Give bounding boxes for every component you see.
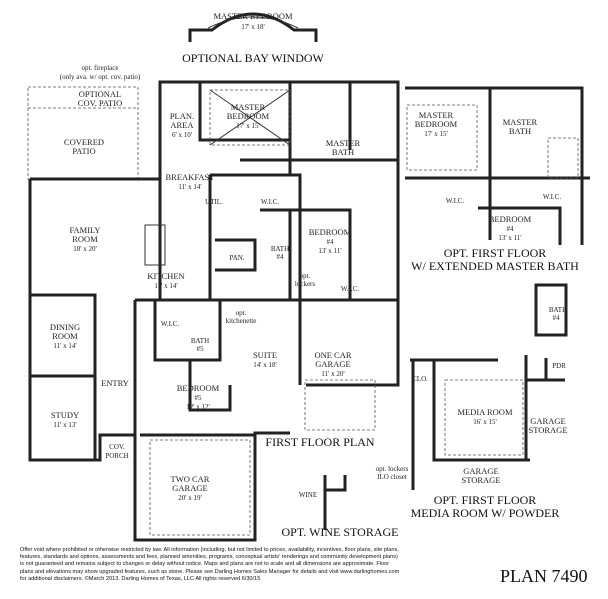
master-bath-label: MASTER — [326, 138, 361, 148]
bedroom4-label: BEDROOM — [309, 227, 352, 237]
suite-size: 14' x 18' — [253, 361, 277, 369]
optional-patio-label: OPTIONAL — [79, 89, 122, 99]
family-room-size: 18' x 20' — [73, 245, 97, 253]
breakfast-label: BREAKFAST — [166, 172, 216, 182]
study-size: 11' x 13' — [53, 421, 76, 429]
suite-label: SUITE — [253, 350, 277, 360]
two-car-garage-label: TWO CAR — [171, 474, 210, 484]
bedroom4-size: 13' x 11' — [318, 247, 341, 255]
ext-master-bedroom-label-2: BEDROOM — [415, 119, 458, 129]
ext-bedroom4-label: BEDROOM — [489, 214, 532, 224]
wic-bed5-label: W.I.C. — [161, 320, 179, 328]
bedroom5-label: BEDROOM — [177, 383, 220, 393]
dining-room-label: DINING — [50, 322, 80, 332]
bath4-label: BATH — [271, 245, 289, 253]
covered-patio-label-2: PATIO — [72, 146, 95, 156]
bay-window-detail: MASTER BEDROOM 17' x 18' OPTIONAL BAY WI… — [182, 11, 324, 65]
master-bedroom-label-2: BEDROOM — [227, 111, 270, 121]
fireplace-note-1: opt. fireplace — [82, 64, 119, 72]
ext-master-bath-label: MASTER — [503, 117, 538, 127]
fireplace-note-2: (only ava. w/ opt. cov. patio) — [60, 73, 141, 81]
two-car-garage-label-2: GARAGE — [172, 483, 207, 493]
optional-patio-label-2: COV. PATIO — [78, 98, 122, 108]
media-title-1: OPT. FIRST FLOOR — [434, 493, 537, 507]
room-labels: OPTIONAL COV. PATIO COVERED PATIO FAMILY… — [50, 89, 399, 539]
lockers-note-2: ILO closet — [377, 473, 407, 481]
bedroom5-num: #5 — [195, 394, 203, 402]
bay-room-label: MASTER BEDROOM — [213, 11, 293, 21]
first-floor-title: FIRST FLOOR PLAN — [265, 435, 374, 449]
ext-wic-2: W.I.C. — [543, 193, 561, 201]
ext-bedroom4-size: 13' x 11' — [498, 234, 521, 242]
dining-room-size: 11' x 14' — [53, 342, 76, 350]
pdr-label: PDR — [552, 362, 566, 370]
two-car-garage-size: 20' x 19' — [178, 494, 202, 502]
kitchen-size: 11' x 14' — [154, 282, 177, 290]
ext-wic-1: W.I.C. — [446, 197, 464, 205]
ext-master-bath-label-2: BATH — [509, 126, 531, 136]
lockers-note: opt. lockers — [376, 465, 409, 473]
dining-room-label-2: ROOM — [52, 331, 78, 341]
wine-label: WINE — [299, 491, 317, 499]
plan-area-size: 6' x 10' — [172, 131, 192, 139]
clo-label: CLO. — [412, 375, 428, 383]
garage-storage-1-label: GARAGE — [530, 416, 565, 426]
family-room-label-2: ROOM — [72, 234, 98, 244]
pantry-label: PAN. — [229, 254, 244, 262]
ext-bedroom4-num: #4 — [507, 225, 515, 233]
media-title-2: MEDIA ROOM W/ POWDER — [411, 506, 560, 520]
cov-porch-label: COV. — [109, 443, 125, 451]
media-room-label: MEDIA ROOM — [457, 407, 512, 417]
master-bedroom-label: MASTER — [231, 102, 266, 112]
ext-title-1: OPT. FIRST FLOOR — [444, 246, 547, 260]
cov-porch-label-2: PORCH — [105, 452, 128, 460]
garage-storage-2-label: GARAGE — [463, 466, 498, 476]
first-floor-plan: opt. fireplace (only ava. w/ opt. cov. p… — [27, 64, 400, 542]
garage-storage-2-label-2: STORAGE — [461, 475, 500, 485]
family-room-label: FAMILY — [69, 225, 100, 235]
media-room-option: BATH #4 PDR CLO. MEDIA ROOM 16' x 15' GA… — [376, 283, 568, 520]
plan-area-label-2: AREA — [170, 120, 194, 130]
wic-master-label: W.I.C. — [261, 198, 279, 206]
media-bath4-label-2: #4 — [553, 314, 561, 322]
wine-storage-title: OPT. WINE STORAGE — [282, 525, 399, 539]
opt-kitchenette-label: opt. — [236, 309, 247, 317]
master-bedroom-size: 17' x 15' — [236, 122, 260, 130]
media-bath4-label: BATH — [549, 306, 567, 314]
media-room-size: 16' x 15' — [473, 418, 497, 426]
bay-window-title: OPTIONAL BAY WINDOW — [182, 51, 324, 65]
disclaimer-text: Offer void where prohibited or otherwise… — [20, 547, 400, 582]
one-car-garage-size: 11' x 20' — [321, 370, 344, 378]
bay-room-size: 17' x 18' — [241, 23, 265, 31]
bedroom4-num: #4 — [327, 238, 335, 246]
plan-number: PLAN 7490 — [500, 566, 588, 586]
ext-title-2: W/ EXTENDED MASTER BATH — [411, 259, 579, 273]
kitchen-label: KITCHEN — [147, 271, 184, 281]
opt-lockers-label-2: lockers — [295, 280, 315, 288]
bedroom5-size: 12' x 12' — [186, 403, 210, 411]
bath4-label-2: #4 — [277, 253, 285, 261]
plan-area-label: PLAN. — [170, 111, 194, 121]
opt-kitchenette-label-2: kitchenette — [226, 317, 257, 325]
opt-lockers-label: opt. — [300, 272, 311, 280]
extended-master-bath-option: MASTER BEDROOM 17' x 15' MASTER BATH W.I… — [405, 86, 590, 273]
one-car-garage-label-2: GARAGE — [315, 359, 350, 369]
study-label: STUDY — [51, 410, 79, 420]
entry-label: ENTRY — [101, 378, 129, 388]
one-car-garage-label: ONE CAR — [314, 350, 351, 360]
covered-patio-label: COVERED — [64, 137, 104, 147]
util-label: UTIL. — [205, 198, 223, 206]
ext-master-bedroom-label: MASTER — [419, 110, 454, 120]
breakfast-size: 11' x 14' — [178, 183, 201, 191]
garage-storage-1-label-2: STORAGE — [528, 425, 567, 435]
ext-master-bedroom-size: 17' x 15' — [424, 130, 448, 138]
master-bath-label-2: BATH — [332, 147, 354, 157]
bath5-label-2: #5 — [197, 345, 205, 353]
bath5-label: BATH — [191, 337, 209, 345]
wic-bed4-label: W.I.C. — [341, 285, 359, 293]
